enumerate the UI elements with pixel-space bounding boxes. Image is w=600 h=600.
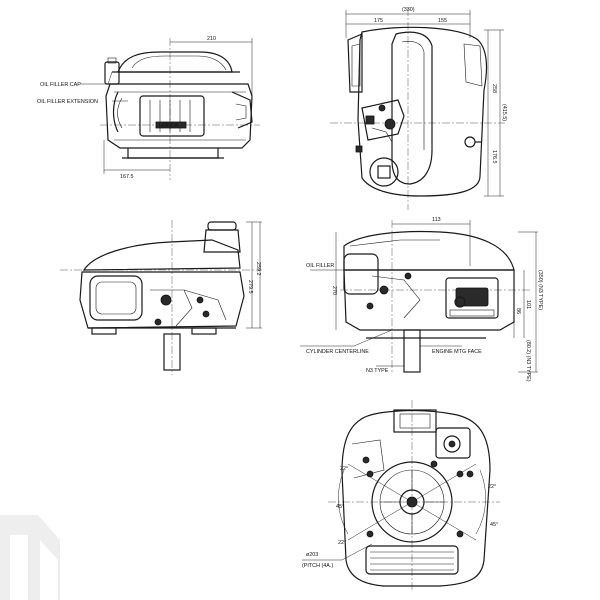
top-height-total-dim: (415.5) xyxy=(501,104,507,121)
brand-plate xyxy=(155,121,187,129)
cylinder-centerline-label: CYLINDER CENTERLINE xyxy=(306,349,369,355)
bottom-view: 22° 45° 22° 22° 45° ø203 (PITCH (4A.) xyxy=(302,400,500,590)
oil-filler-label: OIL FILLER xyxy=(306,263,334,269)
angle-b-dim: 45° xyxy=(336,504,344,510)
front-view: HONDA 210 167.5 OIL FILLER CAP OIL FILLE… xyxy=(37,36,260,180)
angle-d-dim: 22° xyxy=(488,484,496,490)
top-right-dim: 155 xyxy=(438,18,447,24)
side-left-mechanism xyxy=(150,289,227,327)
watermark-logo xyxy=(0,515,60,600)
side-right-mechanism xyxy=(366,272,421,319)
top-total-dim: (330) xyxy=(402,7,415,13)
rear-height-total-dim: 259.2 xyxy=(255,262,261,276)
brand-mark: HONDA xyxy=(159,123,179,129)
side-width-dim: 113 xyxy=(432,217,441,223)
side-height-total-dim: (350) (N3 TYPE) xyxy=(537,270,543,310)
engine-mtg-face-label: ENGINE MTG FACE xyxy=(432,349,482,355)
top-view: (330) 175 155 258 (415.5) 176.5 xyxy=(330,7,507,210)
side-view-right: 113 (350) (N3 TYPE) 101 86 (80.2) (N3 TY… xyxy=(300,217,543,382)
angle-e-dim: 45° xyxy=(490,522,498,528)
angle-a-dim: 22° xyxy=(340,466,348,472)
top-height-upper-dim: 258 xyxy=(491,84,497,93)
oil-filler-extension-label: OIL FILLER EXTENSION xyxy=(37,99,98,105)
oil-filler-cap-label: OIL FILLER CAP xyxy=(40,82,81,88)
side-height-small-dim: 86 xyxy=(515,308,521,314)
side-view-left: 279.5 259.2 xyxy=(60,220,262,375)
carburetor-linkage xyxy=(355,99,405,153)
rear-height-mid-dim: 279.5 xyxy=(247,280,253,294)
front-width-dim: 210 xyxy=(207,36,216,42)
side-height-low-dim: (80.2) (N3 TYPE) xyxy=(525,340,531,382)
n3-type-label: N3 TYPE xyxy=(366,368,389,374)
top-left-dim: 175 xyxy=(374,18,383,24)
bottom-top-mechanism xyxy=(430,427,474,478)
front-offset-dim: 167.5 xyxy=(120,174,134,180)
side-height-mid-dim: 101 xyxy=(525,300,531,309)
bottom-diameter-dim: ø203 xyxy=(306,552,318,558)
top-height-lower-dim: 176.5 xyxy=(491,150,497,164)
side-height-left-dim: 270 xyxy=(331,286,337,295)
pitch-label: (PITCH (4A.) xyxy=(302,563,333,569)
angle-c-dim: 22° xyxy=(338,540,346,546)
